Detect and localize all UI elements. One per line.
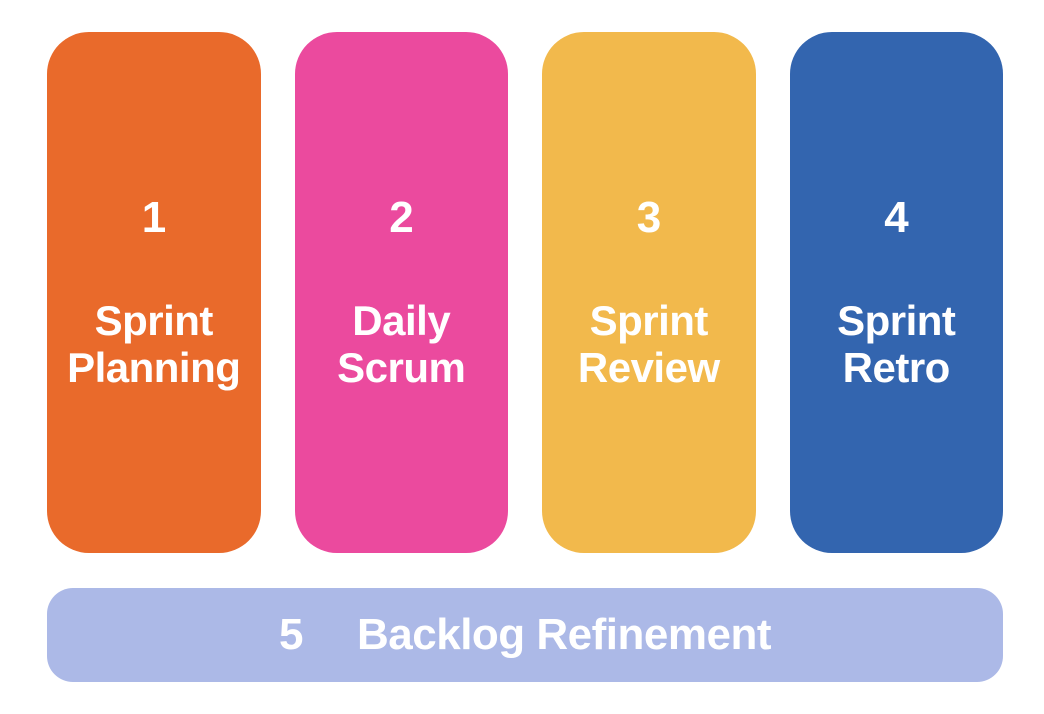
card-number: 2: [389, 193, 414, 242]
card-sprint-planning: 1 Sprint Planning: [47, 32, 261, 553]
card-label-line2: Planning: [67, 344, 241, 391]
card-sprint-review: 3 Sprint Review: [542, 32, 756, 553]
card-label: Sprint Planning: [67, 297, 241, 391]
card-label-line1: Sprint: [837, 297, 956, 344]
card-label-line2: Scrum: [337, 344, 466, 391]
card-label-line1: Daily: [352, 297, 451, 344]
card-number: 4: [884, 193, 909, 242]
card-daily-scrum: 2 Daily Scrum: [294, 32, 508, 553]
card-label: Sprint Review: [578, 297, 720, 391]
card-label-line1: Sprint: [589, 297, 709, 344]
card-sprint-retro: 4 Sprint Retro: [789, 32, 1003, 553]
bar-label: Backlog Refinement: [357, 610, 771, 659]
card-label: Daily Scrum: [337, 297, 466, 391]
card-label-line1: Sprint: [94, 297, 214, 344]
bar-backlog-refinement: 5 Backlog Refinement: [47, 588, 1003, 682]
card-label: Sprint Retro: [837, 297, 956, 391]
event-cards-row: 1 Sprint Planning 2 Daily Scrum 3 Sprint…: [47, 32, 1003, 553]
bar-number: 5: [279, 610, 303, 659]
card-number: 3: [636, 193, 661, 242]
card-label-line2: Review: [577, 344, 720, 391]
card-number: 1: [141, 193, 166, 242]
card-label-line2: Retro: [842, 344, 951, 391]
